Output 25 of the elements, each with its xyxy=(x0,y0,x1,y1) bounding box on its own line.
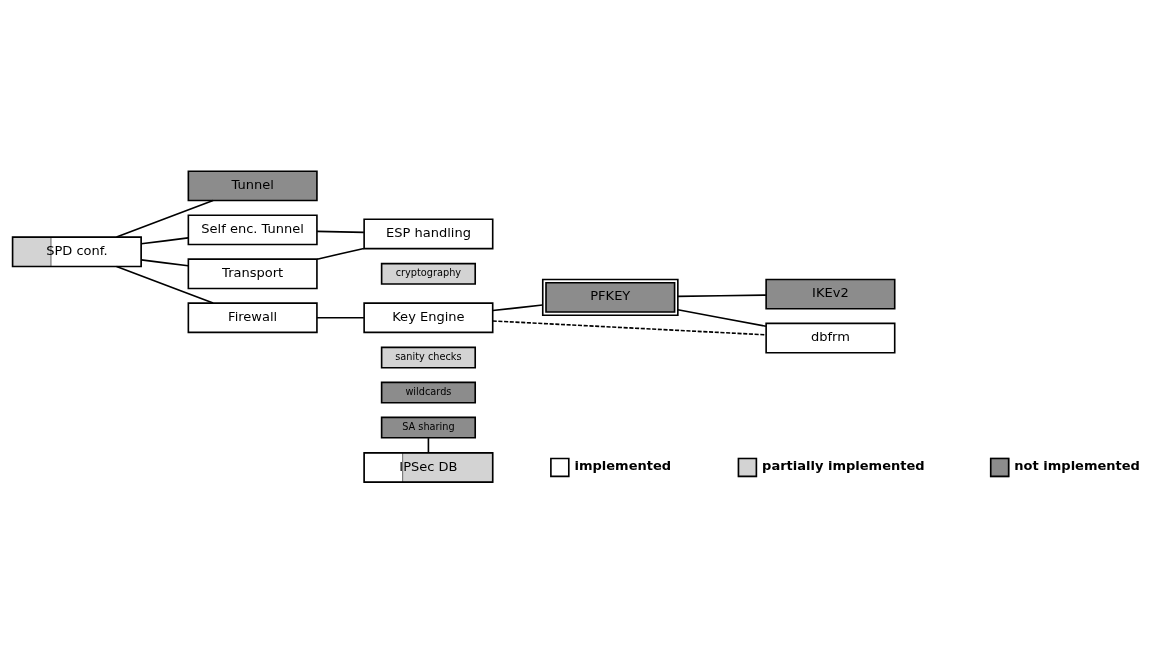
connector xyxy=(115,199,214,238)
connector xyxy=(140,236,189,245)
node-box: cryptography xyxy=(380,262,477,285)
connector xyxy=(316,230,365,233)
connector xyxy=(491,303,544,311)
connector xyxy=(316,247,365,260)
connector xyxy=(491,319,767,336)
node-box: Firewall xyxy=(187,301,318,333)
legend-label: partially implemented xyxy=(762,457,925,473)
node-box: Self enc. Tunnel xyxy=(187,213,318,245)
connector xyxy=(140,258,189,267)
node-box: ESP handling xyxy=(363,217,494,249)
node-box: Tunnel xyxy=(187,169,318,201)
node-box: Key Engine xyxy=(363,301,494,333)
node-box: dbfrm xyxy=(765,322,896,354)
node-box: SA sharing xyxy=(380,416,477,439)
connector xyxy=(677,308,767,327)
node-box: Transport xyxy=(187,257,318,289)
legend-label: not implemented xyxy=(1014,457,1140,473)
node-box: IKEv2 xyxy=(765,278,896,310)
legend-label: implemented xyxy=(574,457,672,473)
connector xyxy=(677,293,767,297)
node-box: wildcards xyxy=(380,381,477,404)
node-box: sanity checks xyxy=(380,346,477,369)
connector xyxy=(316,316,365,319)
